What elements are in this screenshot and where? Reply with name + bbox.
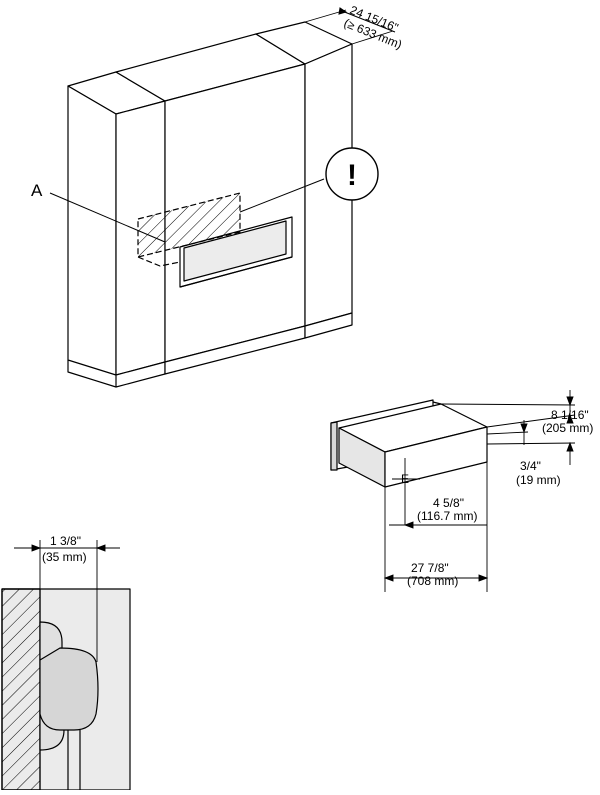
leader-a [49,192,166,243]
depth-dim-line [341,10,396,33]
drawer-e-label: E [401,472,409,486]
wall-hatch [1,588,41,791]
offset-arrow-2 [566,441,574,452]
center-arrow-left [403,521,414,529]
detail-gap-imperial: 1 3/8" [50,534,81,548]
niche-shadow [179,256,293,288]
warning-circle [325,147,379,201]
drawer-center-metric: (116.7 mm) [417,509,477,523]
depth-arrow [338,7,348,15]
warning-leader [239,178,325,213]
detail-arrow-left [31,544,42,552]
warning-symbol: ! [325,147,379,201]
warning-exclamation: ! [347,159,357,192]
drawer-width-imperial: 27 7/8" [411,561,449,575]
drawer-front-frame-edge [330,421,338,471]
drawer-unit [330,399,488,488]
right-plinth [304,312,353,339]
height-ext-bottom [486,414,576,428]
drawer-dimensions [383,390,576,592]
height-arrow-top [566,396,574,407]
side-plinth [67,360,117,388]
drawer-offset-imperial: 3/4" [520,459,541,473]
detail-arrow-right [95,544,106,552]
section-detail [1,588,131,791]
cabinet-unit [49,9,394,388]
detail-dimension [14,540,120,662]
width-arrow-left [383,574,394,582]
drawer-height-imperial: 8 1/16" [551,408,589,422]
drawer-center-imperial: 4 5/8" [433,496,464,510]
detail-gap-metric: (35 mm) [42,550,87,564]
drawer-offset-metric: (19 mm) [516,473,561,487]
drawer-top-back-edge [432,401,442,405]
niche-back [183,220,287,282]
cabinet-depth-dimension [338,7,396,33]
offset-ext-top [486,431,529,435]
installation-zone-edge [137,256,181,267]
cable [67,730,81,790]
offset-ext-bottom [486,442,576,445]
offset-arrow-1 [520,423,528,434]
drawer-height-metric: (205 mm) [542,421,593,435]
plug-body [39,647,99,731]
width-arrow-right [478,574,489,582]
label-a: A [31,181,43,200]
height-arrow-bottom [566,413,574,424]
height-ext-top [440,403,576,406]
left-side-panel [67,85,117,376]
depth-ext-back [351,30,394,45]
drawer-width-metric: (708 mm) [407,574,458,588]
